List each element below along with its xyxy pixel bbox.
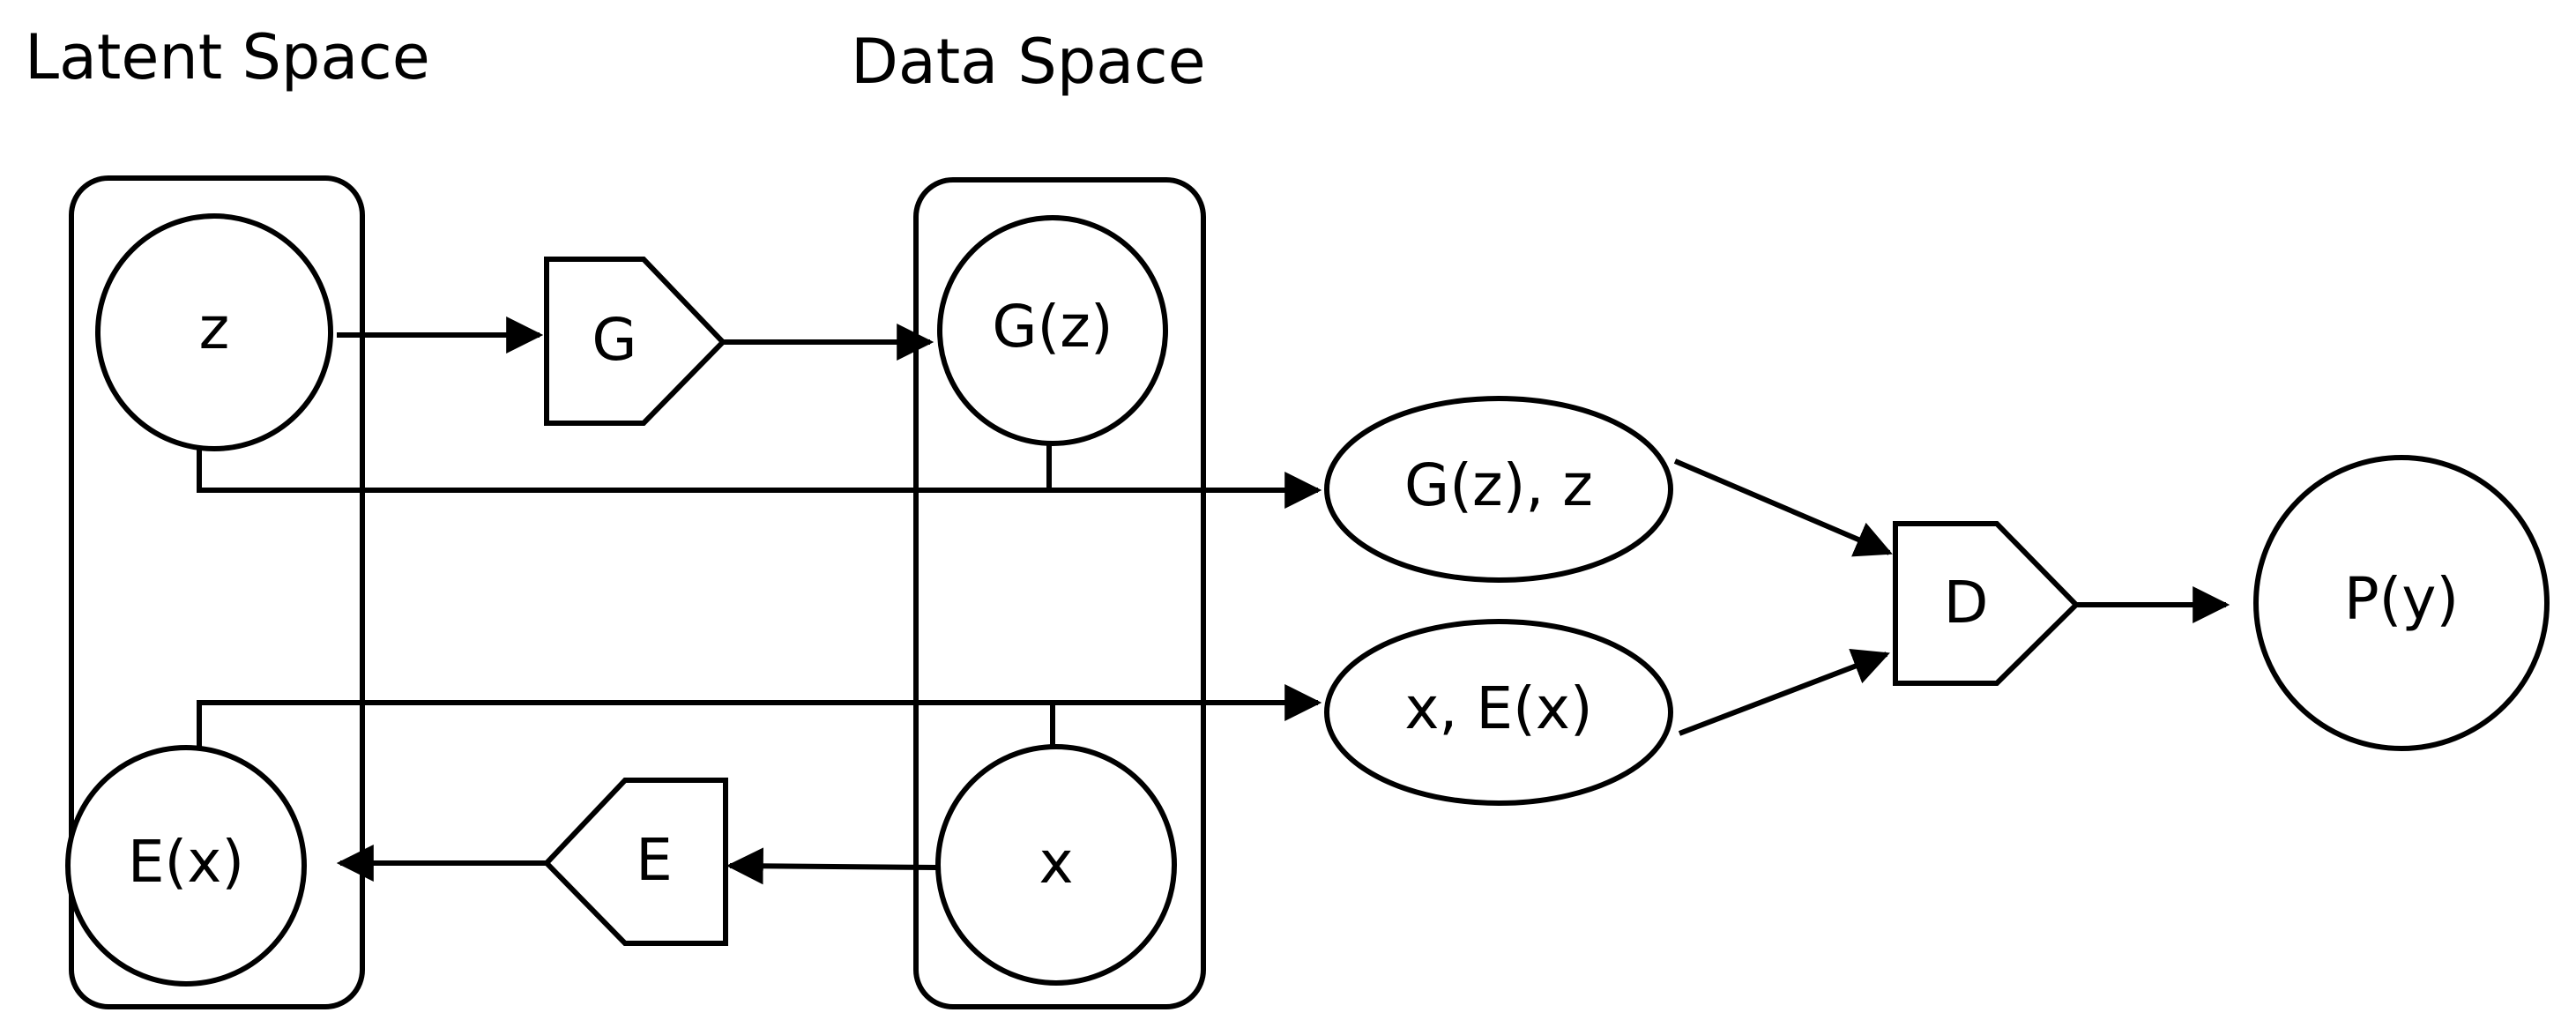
gz-label: G(z) [992, 293, 1113, 361]
encoder-block [542, 778, 728, 946]
x-node [935, 744, 1177, 986]
z-node [95, 213, 333, 451]
arrow-x-to-e [726, 847, 937, 885]
connector-ex-and-x-to-joint [197, 684, 1322, 751]
connector-z-and-gz-to-joint [197, 441, 1322, 509]
data-space-title: Data Space [851, 26, 1206, 98]
gz-node [937, 215, 1168, 446]
ex-node [65, 745, 307, 987]
py-label: P(y) [2344, 565, 2459, 633]
latent-space-title: Latent Space [25, 21, 430, 93]
z-label: z [199, 294, 230, 362]
gz-z-pair-label: G(z), z [1404, 451, 1593, 519]
x-ex-pair-node [1324, 619, 1673, 806]
arrow-joint-gz-to-d [1673, 458, 1893, 557]
latent-space-panel [69, 175, 365, 1009]
discriminator-label: D [1944, 569, 1989, 637]
discriminator-block [1893, 521, 2081, 686]
py-node [2253, 455, 2550, 751]
encoder-label: E [636, 826, 673, 894]
generator-block [544, 257, 727, 426]
ex-label: E(x) [128, 828, 244, 896]
arrow-joint-x-to-d [1678, 648, 1890, 736]
data-space-panel [913, 177, 1206, 1009]
x-label: x [1039, 829, 1073, 897]
x-ex-pair-label: x, E(x) [1404, 674, 1592, 742]
generator-label: G [592, 306, 637, 374]
gz-z-pair-node [1324, 396, 1673, 583]
